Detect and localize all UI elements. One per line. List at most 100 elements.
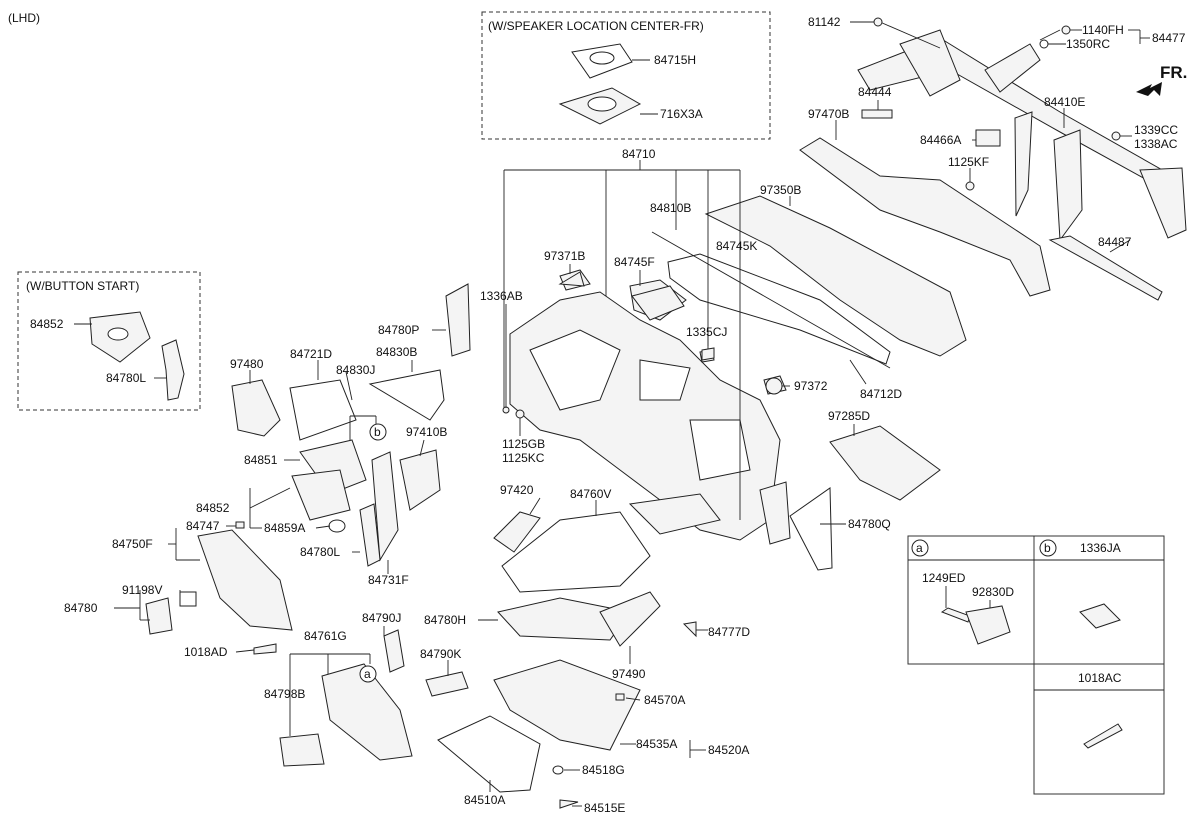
label-84777D: 84777D	[708, 625, 750, 639]
label-84780H: 84780H	[424, 613, 466, 627]
leaders-84710	[503, 160, 741, 520]
shroud-84852	[291, 469, 351, 521]
label-84535A: 84535A	[636, 737, 677, 751]
ring-1350RC	[1039, 39, 1049, 49]
label-84780L: 84780L	[300, 545, 340, 559]
callout-b: b	[369, 423, 387, 441]
label-84410E: 84410E	[1044, 95, 1085, 109]
upper-panel-84810B	[704, 195, 967, 357]
bolt-1140FH	[1061, 25, 1071, 35]
label-84760V: 84760V	[570, 487, 611, 501]
cover-84745F	[631, 285, 685, 321]
label-97480: 97480	[230, 357, 264, 371]
label-97371B: 97371B	[544, 249, 585, 263]
label-84859A: 84859A	[264, 521, 305, 535]
clip-84570A	[615, 693, 625, 701]
vent-97480	[231, 379, 281, 437]
clip-1335CJ	[701, 347, 715, 361]
bracket-84466A	[975, 129, 1001, 147]
speaker-97371B	[558, 271, 585, 287]
duct-97470B	[799, 137, 1051, 297]
label-97410B: 97410B	[406, 425, 447, 439]
cover-84780L	[359, 503, 381, 567]
bracket-84790J	[383, 629, 405, 673]
cover-84760V	[501, 511, 651, 593]
label-81142: 81142	[808, 15, 841, 29]
label-84731F: 84731F	[368, 573, 409, 587]
panel-84761G	[321, 663, 413, 761]
label-84780: 84780	[64, 601, 98, 615]
bolt-1018AD	[253, 643, 277, 655]
label-84780Q: 84780Q	[848, 517, 891, 531]
label-84851: 84851	[244, 453, 278, 467]
pad-91198V	[179, 591, 197, 607]
label-1125GB: 1125GB	[502, 437, 545, 451]
front-arrow-icon	[1136, 82, 1162, 96]
glovebox-84520A	[493, 659, 641, 751]
label-84747: 84747	[186, 519, 220, 533]
legend-b-letter: b	[1044, 541, 1051, 555]
cover-84780	[145, 597, 173, 635]
bracket-84790K	[425, 671, 469, 697]
legend-a-letter: a	[916, 541, 923, 555]
label-97285D: 97285D	[828, 409, 870, 423]
side-cover-84780Q	[789, 487, 833, 571]
label-84477: 84477	[1152, 31, 1186, 45]
label-1125KF: 1125KF	[948, 155, 989, 169]
label-84852: 84852	[196, 501, 230, 515]
nut-1339CC	[1111, 131, 1121, 141]
label-84780P: 84780P	[378, 323, 419, 337]
label-1125KC: 1125KC	[502, 451, 545, 465]
label-91198V: 91198V	[122, 583, 162, 597]
vent-97490	[599, 591, 661, 647]
label-1335CJ: 1335CJ	[686, 325, 727, 339]
clip-1336JA	[1079, 603, 1121, 629]
label-84520A: 84520A	[708, 743, 749, 757]
bracket-84444	[861, 109, 893, 119]
label-84790J: 84790J	[362, 611, 401, 625]
front-arrow-label: FR.	[1160, 63, 1187, 82]
label-1140FH: 1140FH	[1082, 23, 1124, 37]
label-84570A: 84570A	[644, 693, 685, 707]
label-97470B: 97470B	[808, 107, 849, 121]
bumper-84518G	[552, 765, 564, 775]
callout-b-letter: b	[374, 425, 381, 439]
speaker-inset: (W/SPEAKER LOCATION CENTER-FR) 84715H 71…	[481, 11, 771, 140]
label-1350RC: 1350RC	[1066, 37, 1110, 51]
label-84745K: 84745K	[716, 239, 757, 253]
cross-car-beam	[857, 21, 1187, 242]
callout-a: a	[359, 665, 377, 683]
label-84750F: 84750F	[112, 537, 153, 551]
screw-1249ED	[940, 607, 971, 623]
speaker-inset-title: (W/SPEAKER LOCATION CENTER-FR)	[488, 19, 704, 33]
label-84710: 84710	[622, 147, 656, 161]
screw-84515E	[559, 799, 579, 809]
label-716X3A: 716X3A	[660, 107, 703, 121]
legend-b-part: 1336JA	[1080, 541, 1121, 555]
legend-c-part: 1018AC	[1078, 671, 1122, 685]
label-84852-inset: 84852	[30, 317, 64, 331]
label-84790K: 84790K	[420, 647, 461, 661]
label-1336AB: 1336AB	[480, 289, 523, 303]
label-84466A: 84466A	[920, 133, 961, 147]
legend-table: a b 1336JA 1249ED 92830D 1018AC	[907, 535, 1165, 795]
bolt-1125GB	[515, 409, 525, 419]
label-84830B: 84830B	[376, 345, 417, 359]
legend-a-part-1249ED: 1249ED	[922, 571, 966, 585]
label-84510A: 84510A	[464, 793, 505, 807]
label-97420: 97420	[500, 483, 534, 497]
bracket-92830D	[965, 605, 1011, 645]
label-84444: 84444	[858, 85, 892, 99]
pocket-84798B	[279, 733, 325, 767]
bolt-1125KF	[965, 181, 975, 191]
label-1018AD: 1018AD	[184, 645, 228, 659]
label-84780L-inset: 84780L	[106, 371, 146, 385]
vent-97420	[493, 511, 541, 553]
trim-84731F	[371, 451, 399, 562]
label-84712D: 84712D	[860, 387, 902, 401]
speaker-97372	[765, 377, 783, 395]
label-84721D: 84721D	[290, 347, 332, 361]
leader-lines	[114, 21, 1150, 807]
label-84830J: 84830J	[336, 363, 375, 377]
lower-panel-84750F	[197, 529, 293, 631]
